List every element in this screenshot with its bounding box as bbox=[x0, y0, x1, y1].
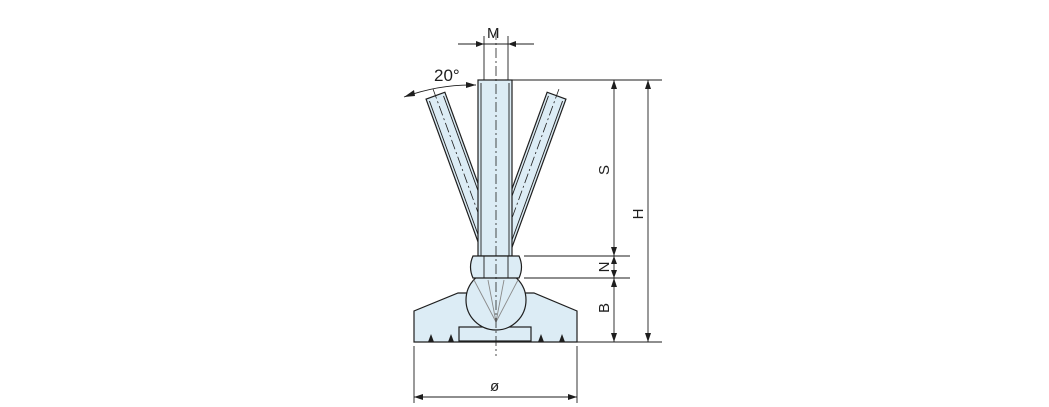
dimension-n: N bbox=[596, 256, 617, 278]
label-n: N bbox=[596, 262, 613, 273]
label-m: M bbox=[487, 25, 500, 42]
label-b: B bbox=[596, 303, 613, 313]
dimension-diameter: ø bbox=[413, 346, 578, 403]
dimension-m: M bbox=[458, 25, 534, 80]
label-diameter: ø bbox=[490, 378, 499, 395]
vertical-bolt bbox=[477, 79, 513, 257]
dimension-s: S bbox=[596, 80, 617, 256]
dimension-b: B bbox=[596, 278, 617, 342]
base-teeth bbox=[428, 334, 565, 342]
label-h: H bbox=[630, 209, 647, 220]
angle-annotation: 20° bbox=[403, 66, 477, 98]
label-s: S bbox=[596, 165, 613, 175]
dimension-h: H bbox=[630, 80, 651, 342]
angle-label: 20° bbox=[434, 66, 460, 85]
